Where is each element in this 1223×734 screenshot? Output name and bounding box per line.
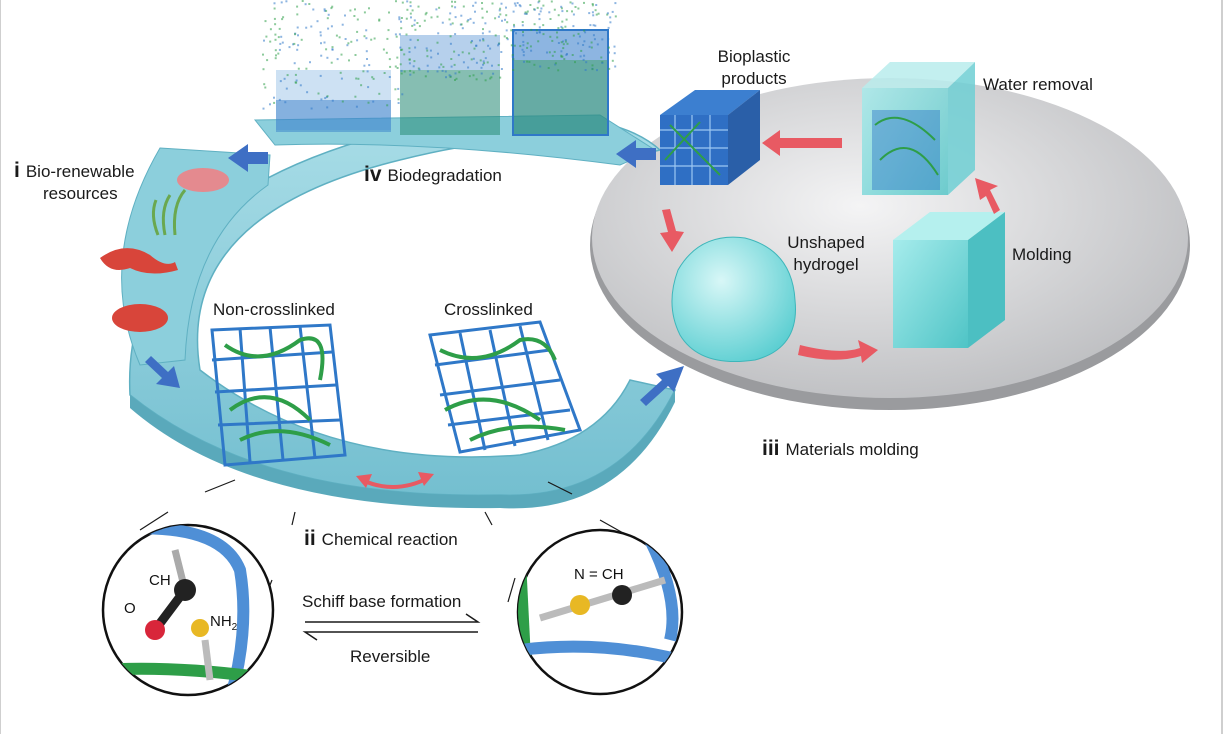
particle-cloud — [262, 0, 617, 110]
stage-iii-label: iii Materials molding — [762, 438, 919, 461]
water-removal-label: Water removal — [983, 75, 1093, 94]
aldehyde-amine-zoom — [101, 523, 275, 697]
sea-cucumber-icon — [177, 168, 229, 192]
crosslinked-label: Crosslinked — [444, 300, 533, 319]
aldehyde-ch-label: CH — [149, 572, 171, 589]
stage-iii-numeral: iii — [762, 437, 780, 460]
schiff-forward-label: Schiff base formation — [302, 592, 462, 611]
stage-i-title-line2: resources — [43, 184, 118, 203]
lobster-icon — [100, 248, 178, 274]
bioplastic-cube — [660, 90, 760, 185]
amine-nh-text: NH — [210, 613, 232, 630]
cube-dissolving-2 — [400, 35, 500, 135]
molding-label: Molding — [1012, 245, 1072, 264]
crab-icon — [112, 304, 168, 332]
stage-ii-label: ii Chemical reaction — [304, 528, 458, 551]
hydrogel-label-line2: hydrogel — [793, 255, 859, 274]
cube-dissolving-1 — [276, 70, 391, 132]
schiff-reverse-label: Reversible — [350, 647, 431, 666]
amine-label: NH2 — [210, 613, 237, 633]
equilibrium-arrows — [302, 613, 481, 641]
bioplastic-label-line1: Bioplastic — [717, 47, 791, 66]
flow-arrows — [145, 140, 684, 406]
stage-iv-label: iv Biodegradation — [364, 164, 502, 187]
molding-cube — [893, 212, 1005, 348]
cube-dissolving-3 — [512, 29, 609, 136]
non-crosslinked-label: Non-crosslinked — [213, 300, 335, 319]
stage-iv-title: Biodegradation — [387, 166, 502, 185]
water-removal-cube — [862, 62, 975, 195]
stage-iv-numeral: iv — [364, 163, 382, 186]
seaweed-icon — [151, 189, 187, 236]
hydrogel-label-line1: Unshaped — [787, 233, 865, 252]
aldehyde-oxygen-label: O — [124, 600, 136, 617]
stage-i-numeral: i — [14, 159, 20, 182]
molding-cycle-arrows — [660, 130, 1000, 363]
hydrogel-blob — [671, 236, 796, 363]
imine-label: N = CH — [574, 566, 624, 583]
stage-i-label: i Bio-renewable — [14, 160, 135, 183]
stage-i-title-line1: Bio-renewable — [25, 162, 135, 181]
non-crosslinked-network — [210, 323, 347, 467]
stage-iii-title: Materials molding — [785, 440, 919, 459]
schiff-base-zoom — [516, 528, 684, 696]
crosslinked-network — [428, 320, 583, 454]
stage-ii-title: Chemical reaction — [321, 530, 458, 549]
bio-resources-illustrations — [100, 168, 229, 332]
amine-subscript: 2 — [231, 622, 238, 633]
biodegradation-cubes — [262, 0, 617, 136]
stage-ii-numeral: ii — [304, 527, 316, 550]
bioplastic-label-line2: products — [721, 69, 787, 88]
